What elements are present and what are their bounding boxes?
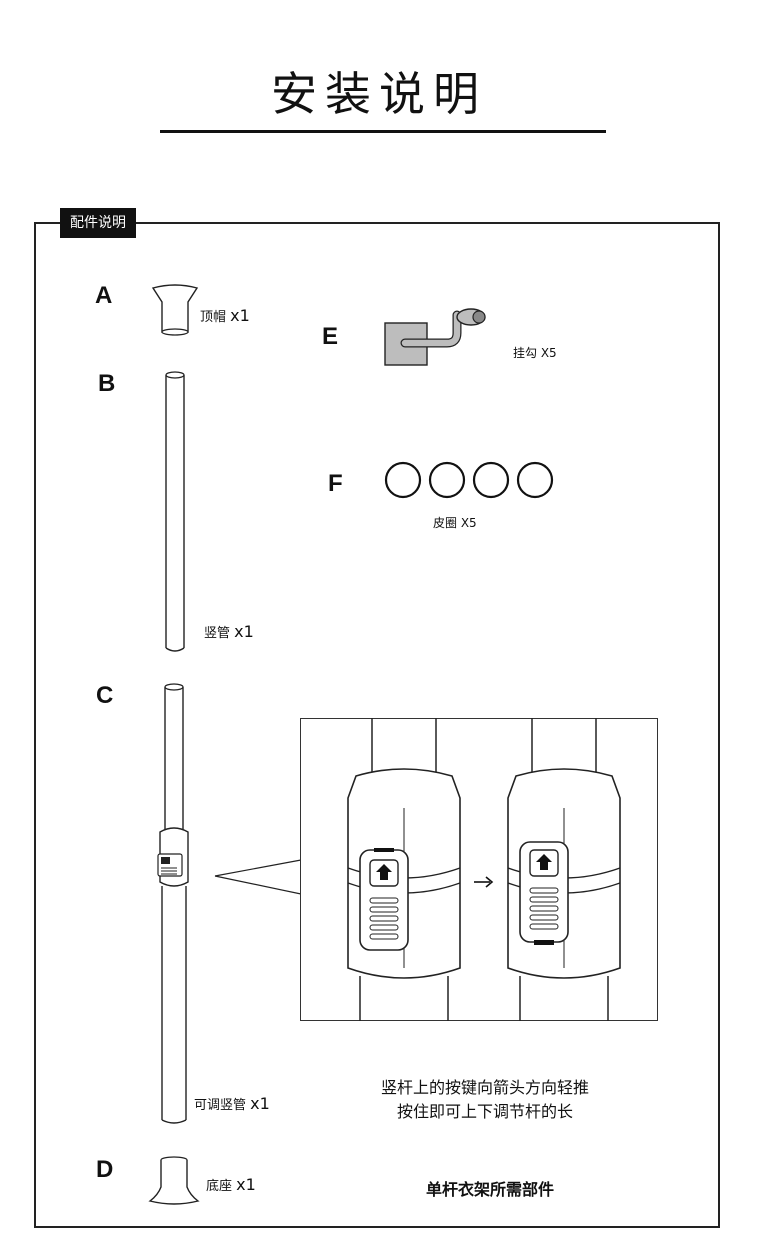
lock-view-before	[347, 718, 461, 1021]
ring-2	[428, 461, 466, 499]
part-c-label: 可调竖管 x1	[194, 1094, 270, 1113]
ring-4	[516, 461, 554, 499]
part-b-letter: B	[98, 370, 116, 397]
part-e-letter: E	[322, 323, 339, 350]
part-a-letter: A	[95, 282, 113, 309]
instruction-line-2: 按住即可上下调节杆的长	[396, 1102, 573, 1121]
title-underline	[160, 130, 606, 133]
top-cap-illustration	[151, 284, 199, 336]
part-f-letter: F	[328, 470, 343, 497]
part-a-label: 顶帽 x1	[200, 306, 250, 325]
part-f-label: 皮圈 X5	[433, 516, 477, 530]
part-e-label: 挂勾 X5	[513, 346, 557, 360]
lock-detail-illustration	[347, 718, 621, 1021]
part-d-label: 底座 x1	[206, 1175, 256, 1194]
part-d-name: 底座	[206, 1179, 233, 1194]
instruction-line-1: 竖杆上的按键向箭头方向轻推	[380, 1078, 589, 1097]
parts-frame	[34, 222, 720, 1228]
part-a-qty: x1	[230, 306, 250, 325]
part-c-name: 可调竖管	[194, 1098, 247, 1113]
part-d-letter: D	[96, 1156, 114, 1183]
straight-pole-illustration	[165, 371, 185, 652]
part-c-letter: C	[96, 682, 114, 709]
part-b-qty: x1	[234, 622, 254, 641]
footer-note: 单杆衣架所需部件	[425, 1180, 554, 1199]
adjustable-pole-illustration	[157, 683, 189, 1124]
hook-illustration	[384, 308, 486, 366]
part-b-label: 竖管 x1	[204, 622, 254, 641]
rings-illustration	[384, 461, 554, 499]
ring-3	[472, 461, 510, 499]
part-d-qty: x1	[236, 1175, 256, 1194]
lock-view-after	[507, 718, 621, 1021]
base-illustration	[148, 1156, 200, 1205]
part-a-name: 顶帽	[200, 310, 227, 325]
callout-pointer	[214, 859, 302, 895]
right-arrow-icon	[474, 876, 494, 888]
section-label: 配件说明	[60, 208, 136, 238]
ring-1	[384, 461, 422, 499]
part-c-qty: x1	[250, 1094, 270, 1113]
page-title: 安装说明	[271, 67, 487, 121]
instruction-text: 竖杆上的按键向箭头方向轻推 按住即可上下调节杆的长	[320, 1076, 650, 1124]
part-b-name: 竖管	[204, 626, 231, 641]
